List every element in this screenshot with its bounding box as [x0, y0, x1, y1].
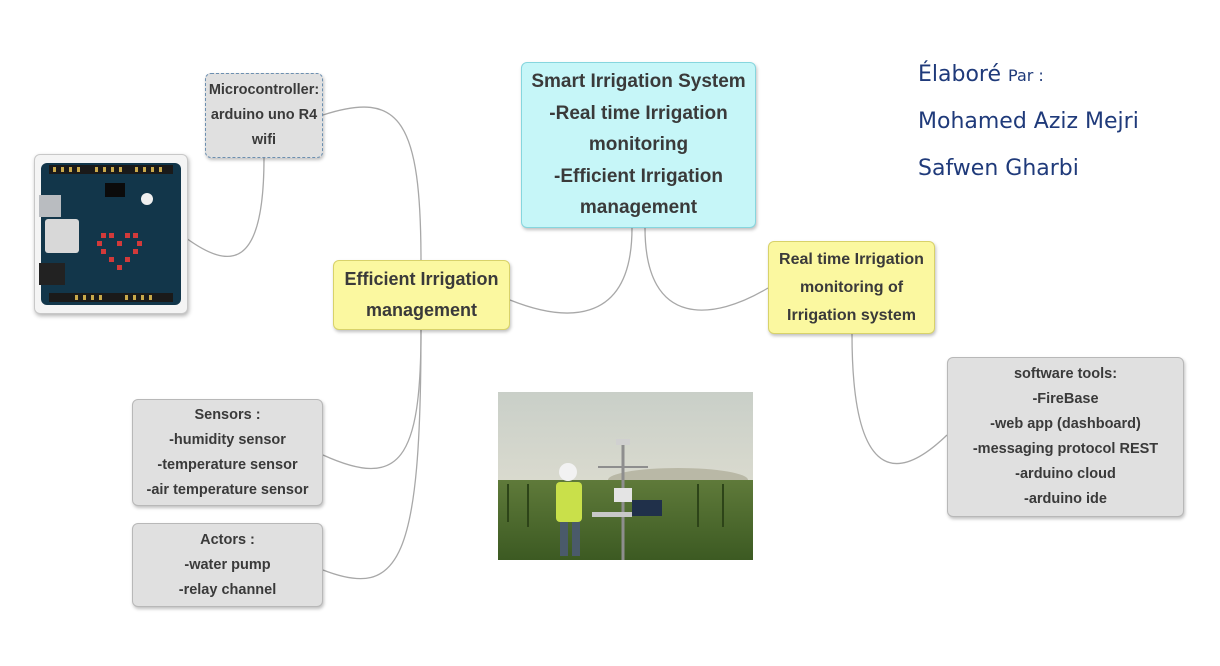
subtopic-software-tools[interactable]: software tools: -FireBase -web app (dash…	[947, 357, 1184, 517]
central-line-4: -Efficient Irrigation	[554, 165, 723, 187]
author-name-1: Mohamed Aziz Mejri	[918, 109, 1139, 134]
author-name-2: Safwen Gharbi	[918, 156, 1079, 181]
link-center-realtime	[644, 227, 769, 311]
microcontroller-line-2: arduino uno R4	[210, 107, 318, 123]
link-microcontroller-image	[185, 157, 265, 258]
link-efficient-microcontroller	[322, 106, 422, 263]
subtopic-sensors[interactable]: Sensors : -humidity sensor -temperature …	[132, 399, 323, 506]
subtopic-microcontroller[interactable]: Microcontroller: arduino uno R4 wifi	[205, 73, 323, 158]
efficient-line-2: management	[365, 300, 478, 320]
actors-line-2: -water pump	[184, 556, 271, 573]
link-center-efficient	[509, 227, 633, 314]
central-line-2: -Real time Irrigation	[549, 102, 728, 124]
authors-heading-small: Par :	[1008, 66, 1044, 85]
realtime-line-2: monitoring of	[799, 278, 904, 296]
software-line-3: -web app (dashboard)	[990, 416, 1141, 432]
weather-station-photo	[498, 392, 753, 560]
central-line-1: Smart Irrigation System	[531, 71, 746, 93]
subtopic-actors[interactable]: Actors : -water pump -relay channel	[132, 523, 323, 607]
authors-heading: Élaboré Par :	[918, 62, 1139, 109]
link-efficient-sensors	[322, 329, 422, 470]
sensors-line-3: -temperature sensor	[157, 456, 298, 473]
link-realtime-software	[851, 333, 948, 465]
actors-line-1: Actors :	[200, 531, 255, 548]
microcontroller-line-1: Microcontroller:	[208, 82, 320, 98]
topic-real-time-monitoring[interactable]: Real time Irrigation monitoring of Irrig…	[768, 241, 935, 334]
realtime-line-1: Real time Irrigation	[779, 250, 924, 268]
topic-efficient-irrigation[interactable]: Efficient Irrigation management	[333, 260, 510, 330]
sensors-line-1: Sensors :	[194, 406, 261, 423]
efficient-line-1: Efficient Irrigation	[344, 269, 499, 289]
central-line-5: management	[579, 197, 698, 219]
software-line-4: -messaging protocol REST	[972, 441, 1159, 457]
software-line-2: -FireBase	[1032, 391, 1099, 407]
software-line-5: -arduino cloud	[1015, 466, 1116, 482]
microcontroller-line-3: wifi	[251, 132, 277, 148]
central-topic[interactable]: Smart Irrigation System -Real time Irrig…	[521, 62, 756, 228]
software-line-1: software tools:	[1013, 366, 1118, 382]
authors-heading-main: Élaboré	[918, 62, 1002, 87]
sensors-line-4: -air temperature sensor	[146, 481, 309, 498]
authors-block: Élaboré Par : Mohamed Aziz Mejri Safwen …	[918, 62, 1139, 203]
software-line-6: -arduino ide	[1024, 491, 1107, 507]
sensors-line-2: -humidity sensor	[169, 431, 286, 448]
actors-line-3: -relay channel	[178, 581, 277, 598]
link-efficient-actors	[322, 329, 422, 580]
central-line-3: monitoring	[588, 134, 689, 156]
realtime-line-3: Irrigation system	[787, 306, 916, 324]
arduino-board-image	[34, 154, 188, 314]
